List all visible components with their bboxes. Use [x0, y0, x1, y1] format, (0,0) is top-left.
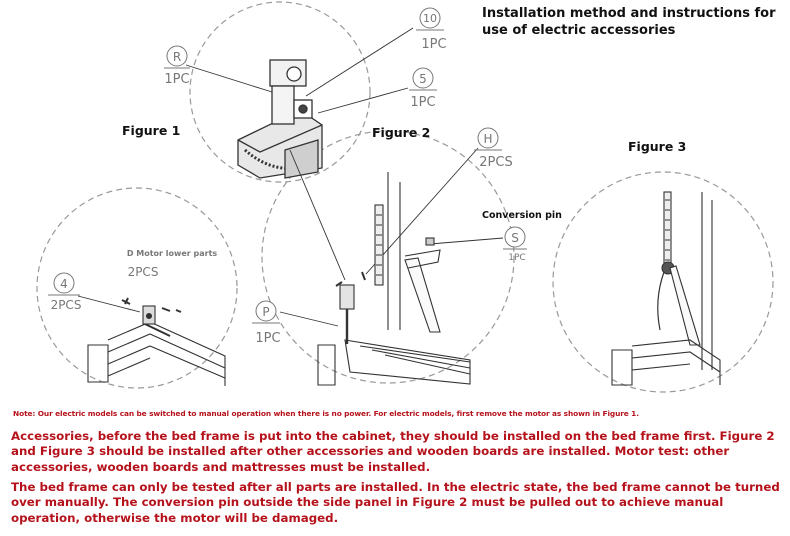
- svg-text:4: 4: [60, 277, 68, 291]
- svg-text:5: 5: [419, 72, 427, 86]
- svg-text:1PC: 1PC: [508, 253, 525, 263]
- figure3-label: Figure 3: [628, 139, 687, 154]
- svg-text:2PCS: 2PCS: [51, 298, 82, 312]
- detail-circle-figure2: [261, 130, 515, 384]
- svg-text:D Motor lower parts: D Motor lower parts: [127, 249, 218, 258]
- figure3-mechanism: [611, 191, 721, 386]
- detail-circle-figure3: [552, 171, 774, 393]
- svg-text:H: H: [483, 132, 492, 146]
- callout-h: H 2PCS: [474, 127, 513, 170]
- svg-text:P: P: [262, 305, 269, 319]
- detail-circle-motor: [189, 1, 371, 183]
- figure2-bed-frame: [317, 344, 336, 386]
- svg-text:S: S: [511, 231, 519, 245]
- callout-r: R 1PC: [164, 45, 190, 87]
- svg-text:R: R: [173, 50, 181, 64]
- svg-text:1PC: 1PC: [410, 95, 435, 110]
- svg-text:1PC: 1PC: [421, 37, 446, 52]
- leader-lines: [77, 27, 504, 327]
- figure2-label: Figure 2: [372, 125, 431, 140]
- paragraph-bed-frame-test: The bed frame can only be tested after a…: [11, 480, 780, 525]
- figure1-bed-frame: [87, 297, 226, 386]
- svg-text:2PCS: 2PCS: [128, 265, 159, 279]
- callout-5: 5 1PC: [409, 67, 437, 110]
- callout-s: S 1PC: [503, 226, 527, 263]
- svg-text:1PC: 1PC: [255, 331, 280, 346]
- conversion-pin-label: Conversion pin: [482, 210, 562, 221]
- svg-text:1PC: 1PC: [164, 72, 189, 87]
- motor-assembly-drawing: [237, 59, 323, 179]
- figure2-cabinet-frame: [335, 172, 471, 385]
- callout-p: P 1PC: [252, 300, 281, 346]
- callout-4: 4 2PCS: [48, 272, 82, 312]
- figure1-label: Figure 1: [122, 123, 181, 138]
- svg-text:10: 10: [423, 12, 437, 25]
- callout-d-motor: D Motor lower parts 2PCS: [127, 249, 218, 279]
- page-title: Installation method and instructions for…: [482, 6, 776, 38]
- paragraph-accessories: Accessories, before the bed frame is put…: [11, 429, 775, 474]
- svg-text:2PCS: 2PCS: [479, 155, 512, 170]
- detail-circle-figure1: [36, 187, 238, 389]
- small-note: Note: Our electric models can be switche…: [13, 409, 639, 418]
- callout-10: 10 1PC: [416, 7, 447, 52]
